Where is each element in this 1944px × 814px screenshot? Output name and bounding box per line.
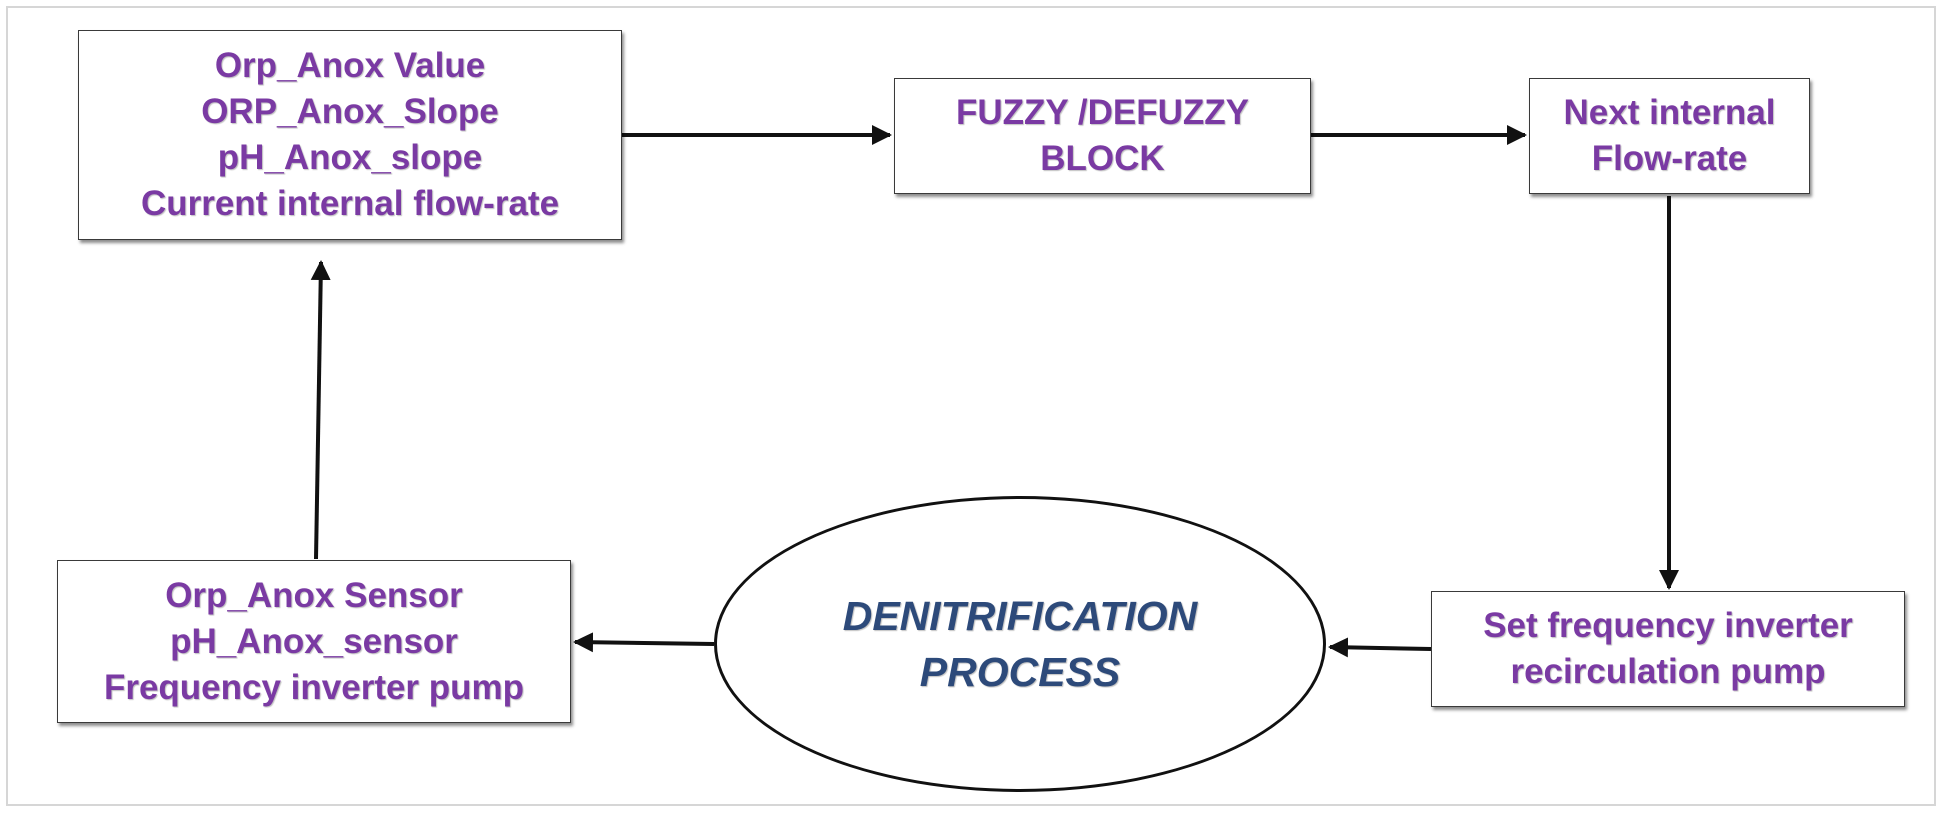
inputs-line-current-flow: Current internal flow-rate [140, 184, 560, 223]
next-flow-line-2: Flow-rate [1591, 139, 1748, 178]
inputs-line-ph-slope: pH_Anox_slope [217, 138, 483, 177]
fuzzy-defuzzy-block: FUZZY /DEFUZZY BLOCK [894, 78, 1311, 194]
process-line-1: DENITRIFICATION [842, 593, 1198, 639]
inputs-line-orp-value: Orp_Anox Value [214, 46, 486, 85]
sensors-box: Orp_Anox Sensor pH_Anox_sensor Frequency… [57, 560, 571, 723]
sensors-line-ph: pH_Anox_sensor [170, 621, 458, 661]
fuzzy-line-1: FUZZY /DEFUZZY [956, 93, 1249, 132]
denitrification-process-ellipse: DENITRIFICATION PROCESS [714, 496, 1326, 792]
arrow-process-to-sensors [573, 632, 715, 653]
sensors-line-pump: Frequency inverter pump [103, 667, 525, 707]
set-frequency-box: Set frequency inverter recirculation pum… [1431, 591, 1905, 707]
inputs-box: Orp_Anox Value ORP_Anox_Slope pH_Anox_sl… [78, 30, 622, 240]
arrow-set-frequency-to-process [1328, 637, 1432, 658]
set-frequency-line-2: recirculation pump [1510, 652, 1826, 691]
arrow-sensors-to-inputs [310, 260, 331, 560]
process-line-2: PROCESS [919, 649, 1121, 695]
fuzzy-line-2: BLOCK [1040, 139, 1165, 178]
next-flow-rate-box: Next internal Flow-rate [1529, 78, 1810, 194]
next-flow-line-1: Next internal [1563, 93, 1776, 132]
sensors-line-orp: Orp_Anox Sensor [165, 575, 463, 615]
set-frequency-line-1: Set frequency inverter [1483, 606, 1853, 645]
inputs-line-orp-slope: ORP_Anox_Slope [201, 92, 499, 131]
